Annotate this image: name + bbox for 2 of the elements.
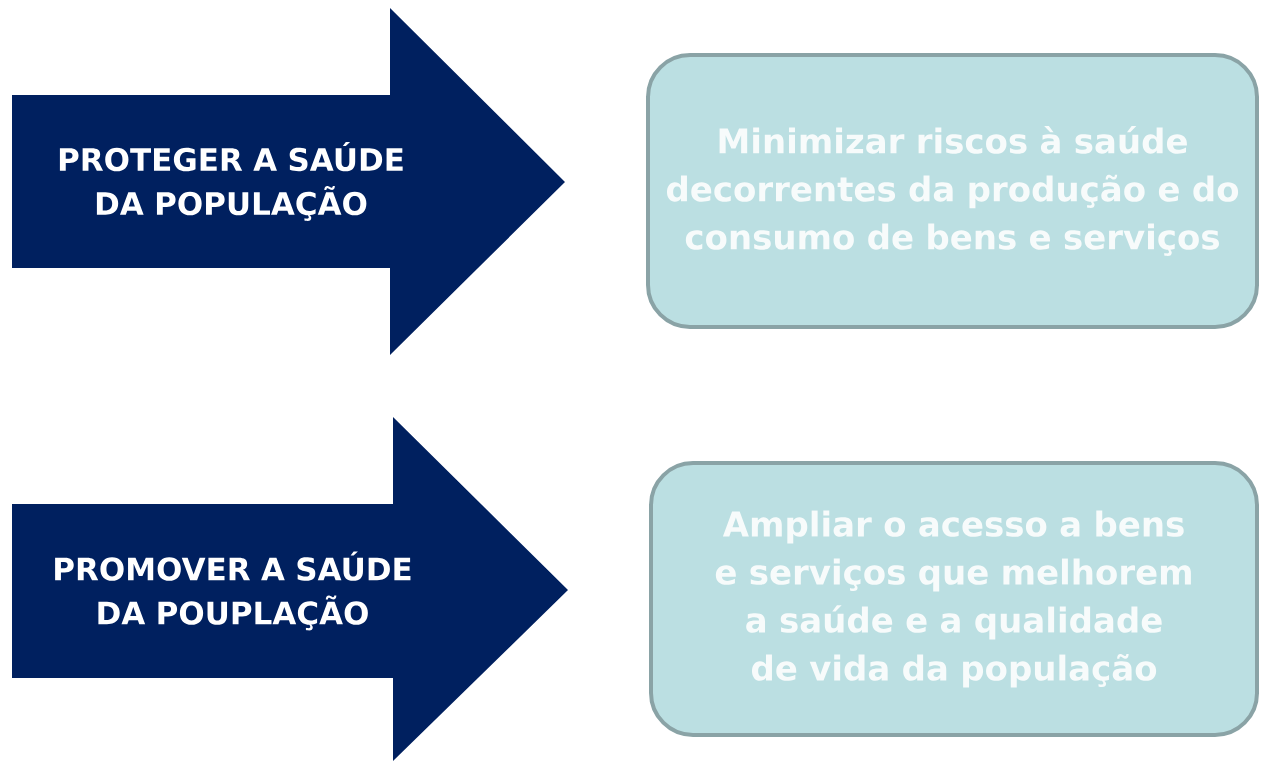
rounded-box: Minimizar riscos à saúde decorrentes da produção e do consumo de bens e serviços [646,53,1259,329]
rounded-box: Ampliar o acesso a bens e serviços que melhorem a saúde e a qualidade de vida da população [649,461,1259,737]
